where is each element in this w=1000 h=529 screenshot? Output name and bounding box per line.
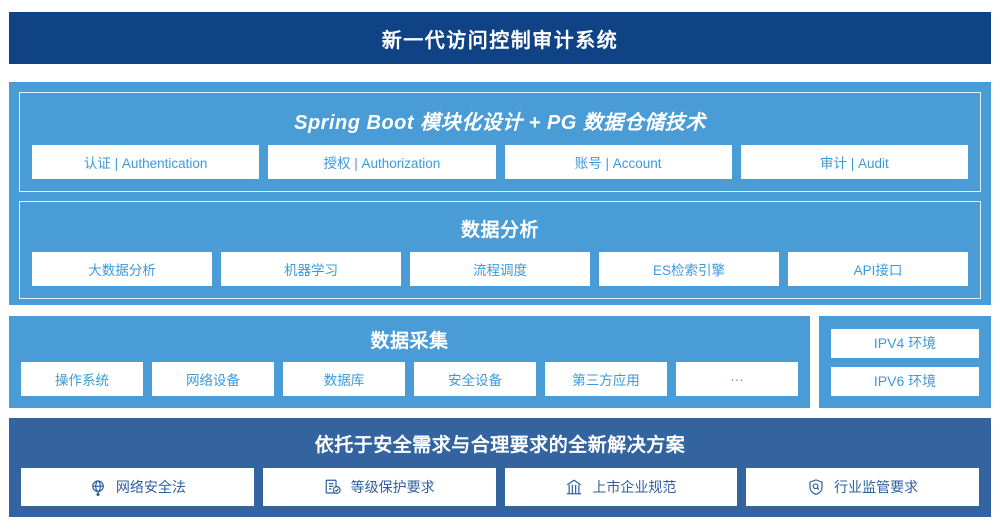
environment-panel: IPV4 环境 IPV6 环境 <box>819 316 991 408</box>
analysis-chip-api[interactable]: API接口 <box>788 252 968 286</box>
analysis-chip-process-scheduling[interactable]: 流程调度 <box>410 252 590 286</box>
compliance-label-industry-regulation: 行业监管要求 <box>834 479 919 495</box>
analysis-chip-machine-learning[interactable]: 机器学习 <box>221 252 401 286</box>
collection-chip-row: 操作系统 网络设备 数据库 安全设备 第三方应用 ··· <box>21 362 798 396</box>
analysis-group: 数据分析 大数据分析 机器学习 流程调度 ES检索引擎 API接口 <box>19 201 981 299</box>
analysis-chip-row: 大数据分析 机器学习 流程调度 ES检索引擎 API接口 <box>32 252 968 286</box>
collection-row: 数据采集 操作系统 网络设备 数据库 安全设备 第三方应用 ··· IPV4 环… <box>9 316 991 408</box>
platform-group: Spring Boot 模块化设计 + PG 数据仓储技术 认证 | Authe… <box>19 92 981 192</box>
compliance-chip-row: 网络安全法 等级保护要求 <box>21 468 979 506</box>
compliance-group-title: 依托于安全需求与合理要求的全新解决方案 <box>314 435 686 456</box>
page-title: 新一代访问控制审计系统 <box>381 29 619 52</box>
document-check-icon <box>324 478 342 496</box>
collection-chip-third-party-app[interactable]: 第三方应用 <box>545 362 667 396</box>
analysis-group-title: 数据分析 <box>460 220 539 241</box>
compliance-chip-listed-enterprise[interactable]: 上市企业规范 <box>504 468 738 506</box>
collection-panel: 数据采集 操作系统 网络设备 数据库 安全设备 第三方应用 ··· <box>9 316 810 408</box>
collection-group-title: 数据采集 <box>370 331 449 352</box>
platform-chip-authentication[interactable]: 认证 | Authentication <box>32 145 260 179</box>
compliance-chip-cybersecurity-law[interactable]: 网络安全法 <box>21 468 254 506</box>
analysis-chip-bigdata[interactable]: 大数据分析 <box>32 252 212 286</box>
platform-chip-account[interactable]: 账号 | Account <box>504 145 732 179</box>
environment-chip-ipv4[interactable]: IPV4 环境 <box>831 328 979 358</box>
environment-chip-ipv6[interactable]: IPV6 环境 <box>831 366 979 396</box>
bank-icon <box>565 478 583 496</box>
analysis-chip-es-search[interactable]: ES检索引擎 <box>599 252 779 286</box>
compliance-label-listed-enterprise: 上市企业规范 <box>592 479 677 495</box>
collection-chip-database[interactable]: 数据库 <box>283 362 405 396</box>
platform-chip-authorization[interactable]: 授权 | Authorization <box>268 145 496 179</box>
compliance-panel: 依托于安全需求与合理要求的全新解决方案 网络安全法 <box>9 418 991 517</box>
collection-chip-os[interactable]: 操作系统 <box>21 362 143 396</box>
header-bar: 新一代访问控制审计系统 <box>9 12 991 64</box>
globe-icon <box>89 478 107 496</box>
shield-search-icon <box>807 478 825 496</box>
platform-chip-row: 认证 | Authentication 授权 | Authorization 账… <box>32 145 968 179</box>
platform-panel: Spring Boot 模块化设计 + PG 数据仓储技术 认证 | Authe… <box>9 82 991 305</box>
collection-chip-more[interactable]: ··· <box>676 362 798 396</box>
collection-chip-security-device[interactable]: 安全设备 <box>414 362 536 396</box>
collection-chip-network-device[interactable]: 网络设备 <box>152 362 274 396</box>
platform-chip-audit[interactable]: 审计 | Audit <box>740 145 968 179</box>
compliance-label-classified-protection: 等级保护要求 <box>350 479 435 495</box>
compliance-label-cybersecurity-law: 网络安全法 <box>115 479 186 495</box>
compliance-chip-industry-regulation[interactable]: 行业监管要求 <box>746 468 979 506</box>
compliance-chip-classified-protection[interactable]: 等级保护要求 <box>262 468 496 506</box>
platform-group-title: Spring Boot 模块化设计 + PG 数据仓储技术 <box>294 112 706 134</box>
